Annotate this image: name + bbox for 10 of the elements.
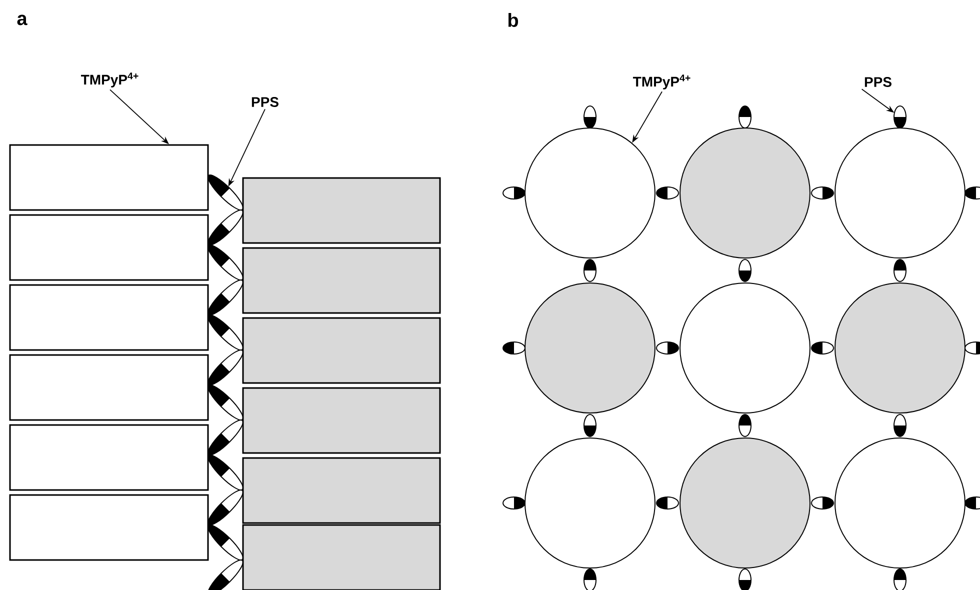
lattice-circle (524, 128, 656, 258)
pps-oval (208, 174, 244, 210)
label-text: TMPyP$^{4+}$ (80, 72, 138, 88)
label-text: TMPyP$^{4+}$ (633, 74, 690, 90)
label-text: PPS (252, 97, 278, 107)
pps-oval (894, 106, 906, 128)
panel-letter: b (508, 13, 518, 27)
label-text: PPS (864, 77, 892, 87)
layer-box (9, 144, 209, 211)
panel-letter: a (17, 14, 28, 26)
